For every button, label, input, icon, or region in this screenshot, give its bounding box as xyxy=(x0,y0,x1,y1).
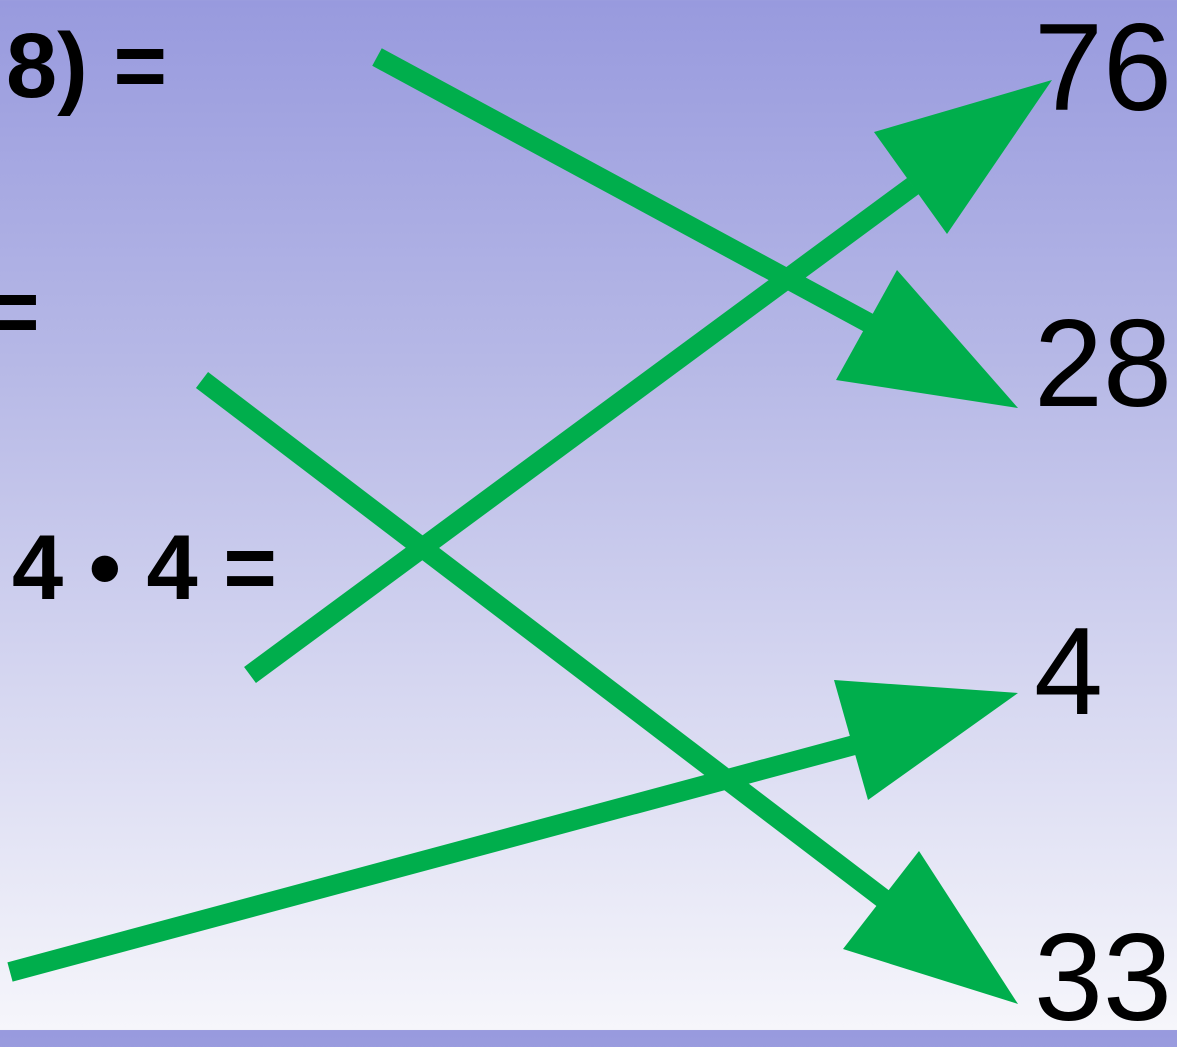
expression-3: 4 • 4 = xyxy=(12,517,277,619)
arrow-head xyxy=(836,270,1018,408)
arrow-expr-3-to-answer-76 xyxy=(244,80,1052,684)
arrow-head xyxy=(843,851,1018,1004)
arrow-shaft xyxy=(195,372,900,914)
arrow-shaft xyxy=(372,48,885,338)
arrow-head xyxy=(874,80,1052,234)
arrow-expr-4-to-answer-4 xyxy=(7,680,1018,982)
answer-4: 4 xyxy=(1034,603,1103,741)
answer-28: 28 xyxy=(1034,295,1172,433)
arrow-shaft xyxy=(244,177,919,684)
answer-33: 33 xyxy=(1034,909,1172,1047)
expression-2: = xyxy=(0,261,40,363)
answer-76: 76 xyxy=(1034,0,1172,137)
arrow-head xyxy=(834,680,1018,800)
expression-1: 8) = xyxy=(6,15,168,117)
arrow-shaft xyxy=(7,734,861,982)
arrow-expr-2-to-answer-33 xyxy=(195,372,1018,1004)
